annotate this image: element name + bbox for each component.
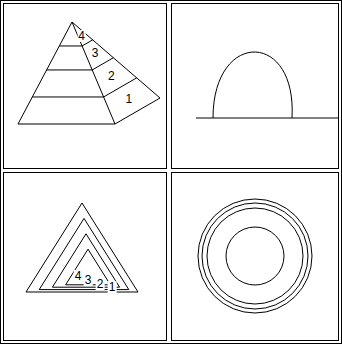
ring [202, 203, 308, 309]
triangle-outline [52, 234, 119, 287]
callout-number: 2 [107, 70, 116, 82]
cell-border [4, 173, 167, 341]
ring [198, 199, 312, 313]
pyramid [18, 22, 160, 124]
pyramid-front [18, 22, 115, 124]
nested-triangles [26, 203, 138, 292]
callout-number: 3 [84, 274, 93, 286]
callout-number: 1 [124, 93, 133, 105]
cell-border [172, 4, 339, 169]
triangle-outline [39, 218, 129, 289]
callout-number: 3 [91, 47, 100, 59]
band-line [47, 58, 114, 70]
ring [226, 227, 284, 285]
triangle-outline [26, 203, 138, 292]
band-line [32, 78, 136, 97]
callout-number: 4 [74, 270, 83, 282]
callout-number: 2 [96, 278, 105, 290]
callout-number: 4 [77, 30, 86, 42]
band-line [59, 40, 92, 46]
callout-number: 1 [108, 281, 117, 293]
baseline [196, 118, 338, 119]
arch-curve [213, 52, 292, 118]
cell-border [4, 4, 167, 169]
cell-border [172, 173, 339, 341]
ring [207, 208, 303, 304]
pyramid-side [72, 22, 160, 124]
